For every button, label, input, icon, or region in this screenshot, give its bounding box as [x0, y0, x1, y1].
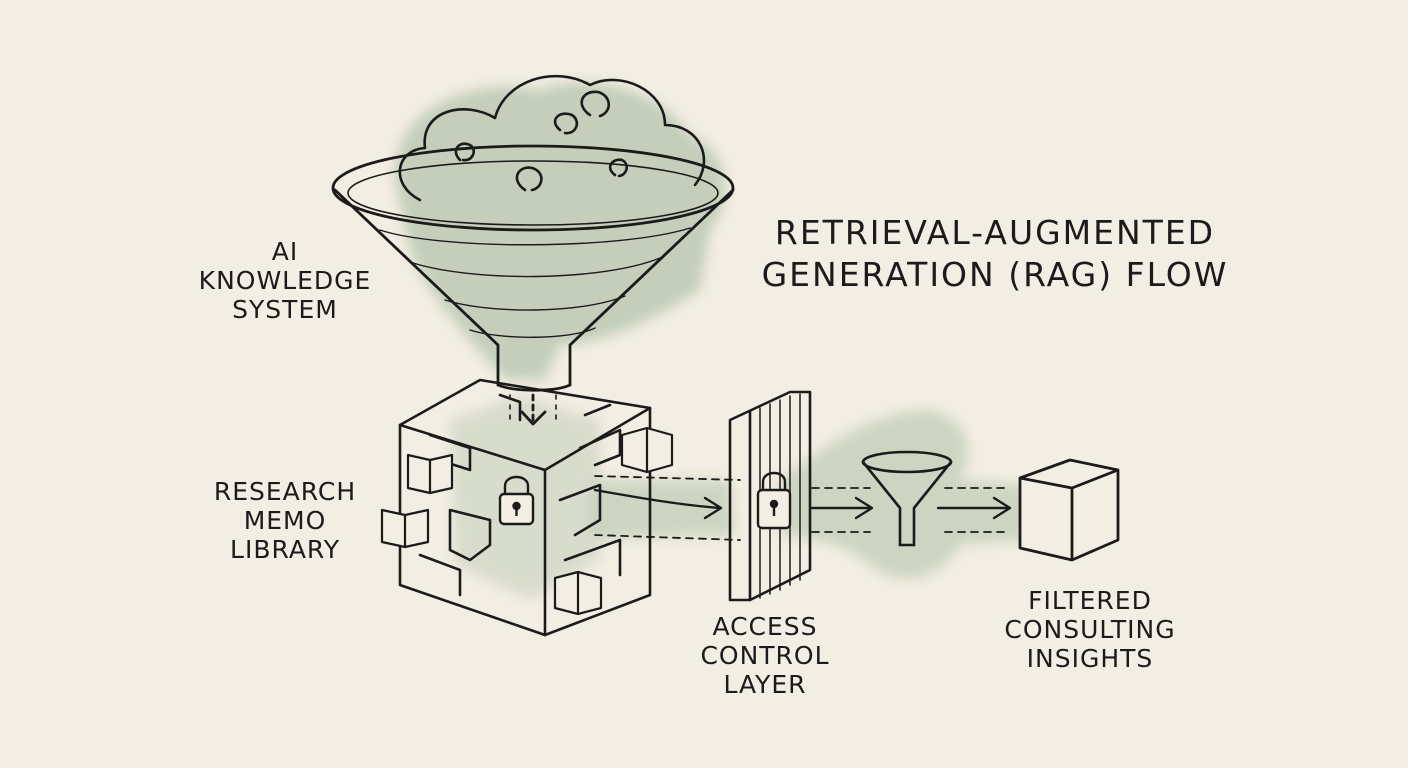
diagram-title: RETRIEVAL-AUGMENTED GENERATION (RAG) FLO…: [760, 212, 1230, 296]
label-line: INSIGHTS: [1026, 643, 1154, 673]
lock-icon: [756, 471, 792, 530]
small-funnel-icon: [861, 450, 953, 547]
cube-icon: [398, 378, 652, 637]
label-line: CONSULTING: [1004, 614, 1176, 644]
arrow-icon: [593, 475, 741, 541]
green-wash: [394, 82, 1030, 600]
label-line: FILTERED: [1028, 586, 1152, 615]
arrow-icon: [936, 487, 1012, 533]
book-icon: [406, 453, 454, 495]
arrow-icon: [810, 487, 874, 533]
label-line: KNOWLEDGE: [198, 265, 372, 295]
research-memo-library-label: RESEARCH MEMO LIBRARY: [190, 477, 380, 564]
output-cube-icon: [1018, 458, 1120, 562]
label-line: SYSTEM: [232, 294, 338, 324]
title-line-1: RETRIEVAL-AUGMENTED: [774, 213, 1216, 252]
filtered-consulting-insights-label: FILTERED CONSULTING INSIGHTS: [990, 586, 1190, 673]
book-icon: [620, 426, 674, 474]
book-icon: [553, 570, 603, 616]
label-line: MEMO: [243, 505, 327, 535]
title-line-2: GENERATION (RAG) FLOW: [761, 255, 1229, 295]
cloud-icon: [398, 74, 706, 202]
label-line: ACCESS: [712, 612, 818, 641]
ai-knowledge-system-label: AI KNOWLEDGE SYSTEM: [180, 237, 390, 324]
label-line: LIBRARY: [230, 534, 340, 564]
label-line: CONTROL: [700, 640, 830, 670]
funnel-icon: [331, 144, 735, 426]
label-line: RESEARCH: [213, 477, 357, 506]
access-control-layer-label: ACCESS CONTROL LAYER: [690, 612, 840, 699]
gate-icon: [728, 390, 812, 602]
label-line: LAYER: [723, 669, 807, 699]
lock-icon: [498, 475, 535, 526]
label-line: AI: [271, 237, 299, 266]
book-icon: [380, 508, 430, 549]
